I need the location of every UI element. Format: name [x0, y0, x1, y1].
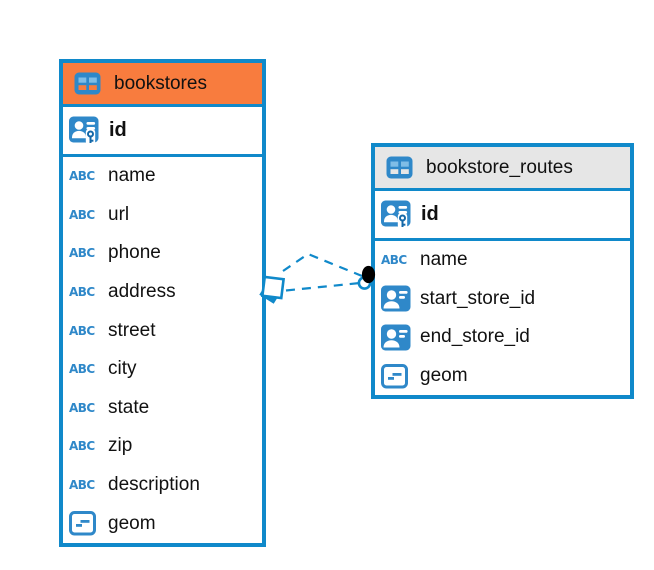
column-row[interactable]: end_store_id: [375, 318, 630, 357]
column-name: name: [108, 165, 156, 187]
column-name: url: [108, 203, 130, 225]
text-type-icon: ABC: [69, 169, 95, 184]
column-row[interactable]: start_store_id: [375, 280, 630, 319]
bookstore-routes-table-header[interactable]: bookstore_routes: [375, 147, 630, 191]
column-name: street: [108, 319, 156, 341]
table-icon: [386, 156, 417, 179]
column-name: state: [108, 396, 150, 418]
text-type-icon: ABC: [381, 253, 407, 268]
column-row[interactable]: ABC zip: [63, 427, 262, 466]
column-row[interactable]: ABC state: [63, 389, 262, 428]
column-name: zip: [108, 435, 133, 457]
text-type-icon: ABC: [69, 323, 95, 338]
text-type-icon: ABC: [69, 400, 95, 415]
bookstores-table[interactable]: bookstores id ABC name: [59, 59, 266, 547]
foreign-key-icon: [381, 324, 412, 351]
column-name: description: [108, 474, 200, 496]
text-type-icon: ABC: [69, 285, 95, 300]
column-row[interactable]: ABC city: [63, 350, 262, 389]
column-name: address: [108, 281, 176, 303]
primary-key-icon: [381, 200, 412, 229]
column-name: name: [420, 249, 468, 271]
column-name: start_store_id: [420, 287, 536, 309]
column-name: phone: [108, 242, 161, 264]
column-row[interactable]: ABC street: [63, 311, 262, 350]
column-row[interactable]: geom: [63, 504, 262, 543]
column-row[interactable]: ABC url: [63, 196, 262, 235]
column-row[interactable]: ABC description: [63, 466, 262, 505]
column-row[interactable]: ABC address: [63, 273, 262, 312]
bookstore-routes-table[interactable]: bookstore_routes id ABC name: [371, 143, 634, 400]
geometry-type-icon: [381, 363, 412, 389]
bookstores-table-title: bookstores: [114, 72, 207, 94]
text-type-icon: ABC: [69, 207, 95, 222]
column-name: geom: [420, 365, 468, 387]
text-type-icon: ABC: [69, 246, 95, 261]
relationship-line[interactable]: [285, 281, 361, 292]
column-name: geom: [108, 512, 156, 534]
primary-key-icon: [69, 116, 100, 145]
text-type-icon: ABC: [69, 478, 95, 493]
table-icon: [74, 72, 105, 95]
foreign-key-icon: [381, 285, 412, 312]
bookstore-routes-pk-row[interactable]: id: [375, 191, 630, 241]
bookstores-pk-row[interactable]: id: [63, 107, 262, 157]
relationship-line[interactable]: [282, 252, 363, 278]
text-type-icon: ABC: [69, 362, 95, 377]
column-row[interactable]: ABC name: [63, 157, 262, 196]
bookstore-routes-pk-name: id: [421, 203, 439, 225]
geometry-type-icon: [69, 511, 100, 536]
text-type-icon: ABC: [69, 439, 95, 454]
column-row[interactable]: geom: [375, 357, 630, 396]
bookstore-routes-table-title: bookstore_routes: [426, 156, 573, 178]
bookstores-table-header[interactable]: bookstores: [63, 63, 262, 107]
column-row[interactable]: ABC phone: [63, 234, 262, 273]
column-row[interactable]: ABC name: [375, 241, 630, 280]
column-name: city: [108, 358, 137, 380]
bookstores-pk-name: id: [109, 119, 127, 141]
column-name: end_store_id: [420, 326, 530, 348]
